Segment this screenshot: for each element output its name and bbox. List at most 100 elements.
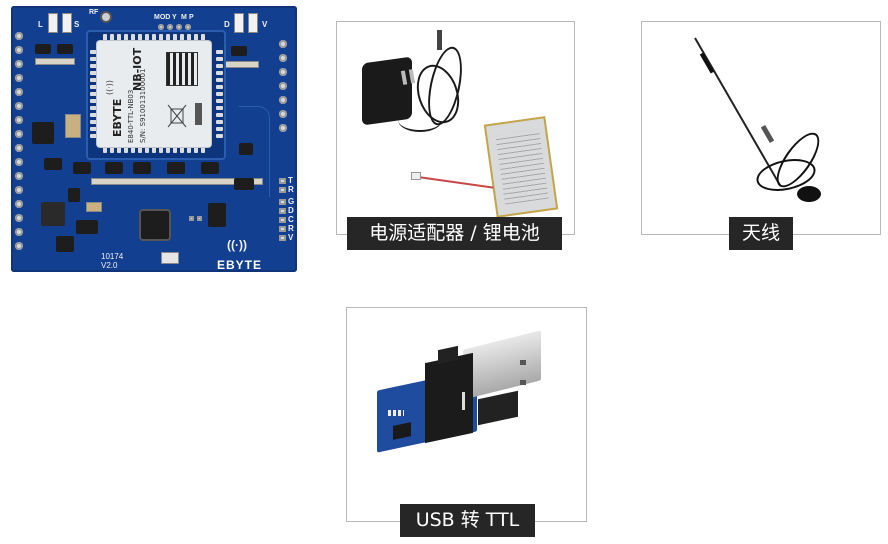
edge-pad bbox=[279, 199, 286, 205]
edge-pad bbox=[279, 110, 287, 118]
y-label: Y bbox=[172, 14, 177, 21]
usb-ttl-leds bbox=[388, 410, 404, 416]
edge-pad bbox=[279, 82, 287, 90]
accessory-label-antenna: 天线 bbox=[729, 217, 793, 250]
edge-pad bbox=[279, 40, 287, 48]
pin-label-r2: R bbox=[288, 224, 294, 233]
edge-pad bbox=[15, 172, 23, 180]
rf-connector bbox=[100, 11, 112, 23]
led-label-l: L bbox=[38, 20, 43, 29]
edge-pad bbox=[15, 74, 23, 82]
edge-pad bbox=[15, 242, 23, 250]
accessory-label-usb-ttl: USB 转 TTL bbox=[400, 504, 535, 537]
pin-header bbox=[425, 352, 473, 444]
battery-label-text bbox=[495, 129, 549, 205]
edge-pad bbox=[15, 46, 23, 54]
edge-pad bbox=[279, 208, 286, 214]
module-brand: EBYTE bbox=[111, 98, 124, 137]
adapter-prongs bbox=[400, 69, 416, 85]
edge-pad bbox=[279, 187, 286, 193]
edge-pad bbox=[15, 228, 23, 236]
diode bbox=[56, 236, 74, 252]
qr-code-icon bbox=[166, 52, 198, 86]
edge-pad bbox=[279, 124, 287, 132]
edge-pad bbox=[15, 130, 23, 138]
wireless-logo-icon: ((·)) bbox=[227, 238, 247, 252]
test-pad bbox=[189, 216, 194, 221]
edge-pad bbox=[279, 226, 286, 232]
edge-pad bbox=[15, 144, 23, 152]
edge-pad bbox=[279, 68, 287, 76]
edge-pad bbox=[279, 178, 286, 184]
module-model: E840-TTL-NB03 bbox=[127, 89, 135, 143]
transistor bbox=[73, 162, 91, 174]
module-pins-left bbox=[90, 50, 97, 138]
regulator bbox=[76, 220, 98, 234]
led-label-v: V bbox=[262, 20, 268, 29]
nb-iot-test-board-image: T R G D C R V L S RF MOD Y M P D V EBYTE… bbox=[11, 6, 297, 272]
trace bbox=[239, 106, 270, 197]
antenna-magnet-base bbox=[797, 186, 821, 202]
transistor bbox=[35, 44, 51, 54]
edge-pad bbox=[279, 96, 287, 104]
transistor bbox=[231, 46, 247, 56]
board-version: V2.0 bbox=[101, 261, 118, 270]
m-label: M bbox=[181, 14, 187, 21]
battery-connector bbox=[411, 172, 421, 180]
ic-small bbox=[239, 143, 253, 155]
module-pins-bottom bbox=[103, 146, 205, 153]
module-pins-top bbox=[103, 34, 205, 41]
edge-pad bbox=[279, 235, 286, 241]
transistor bbox=[208, 203, 226, 227]
weee-bin-icon bbox=[167, 104, 187, 128]
accessory-label-power: 电源适配器 / 锂电池 bbox=[347, 217, 562, 250]
transistor bbox=[201, 162, 219, 174]
pin-label-d: D bbox=[288, 206, 294, 215]
edge-pad bbox=[15, 88, 23, 96]
jumper-pad bbox=[176, 24, 182, 30]
led-l bbox=[48, 13, 58, 33]
led-s bbox=[62, 13, 72, 33]
led-label-s: S bbox=[74, 20, 80, 29]
edge-pad bbox=[15, 214, 23, 222]
edge-pad bbox=[15, 186, 23, 194]
usb-uart-ic bbox=[141, 211, 169, 239]
pin-label-v: V bbox=[288, 233, 294, 242]
edge-pad bbox=[279, 54, 287, 62]
pin-label-r: R bbox=[288, 185, 294, 194]
edge-pad bbox=[15, 32, 23, 40]
wireless-icon: ((·)) bbox=[105, 79, 114, 95]
transistor bbox=[105, 162, 123, 174]
led-d bbox=[234, 13, 244, 33]
capacitor bbox=[86, 202, 102, 212]
edge-pad bbox=[15, 158, 23, 166]
pin-label-t: T bbox=[288, 176, 293, 185]
pin-label-c: C bbox=[288, 215, 294, 224]
jumper-pad bbox=[185, 24, 191, 30]
board-id: 10174 bbox=[101, 252, 124, 261]
p-label: P bbox=[189, 14, 194, 21]
power-inductor bbox=[41, 202, 65, 226]
lithium-battery-image bbox=[483, 116, 559, 218]
edge-pad bbox=[15, 102, 23, 110]
mod-label: MOD bbox=[154, 14, 171, 21]
edge-pad bbox=[15, 60, 23, 68]
pin-label-g: G bbox=[288, 197, 295, 206]
transistor bbox=[57, 44, 73, 54]
pcb-brand-logo: EBYTE bbox=[217, 258, 263, 272]
jumper-pad bbox=[158, 24, 164, 30]
edge-pad bbox=[15, 116, 23, 124]
regulator bbox=[44, 158, 62, 170]
e840-module: EBYTE ((·)) NB-IOT E840-TTL-NB03 S/N: S9… bbox=[97, 41, 211, 147]
transistor bbox=[133, 162, 151, 174]
marking-bar bbox=[195, 103, 202, 125]
module-sn: S/N: S910013100001 bbox=[139, 68, 147, 143]
header-pin bbox=[462, 392, 465, 410]
resistor-array bbox=[35, 58, 75, 65]
led-label-d: D bbox=[224, 20, 230, 29]
usb-plug-hole bbox=[520, 360, 526, 365]
edge-pad bbox=[15, 200, 23, 208]
module-pins-right bbox=[216, 50, 223, 138]
resistor-array bbox=[223, 61, 259, 68]
usb-plug-hole bbox=[520, 380, 526, 385]
